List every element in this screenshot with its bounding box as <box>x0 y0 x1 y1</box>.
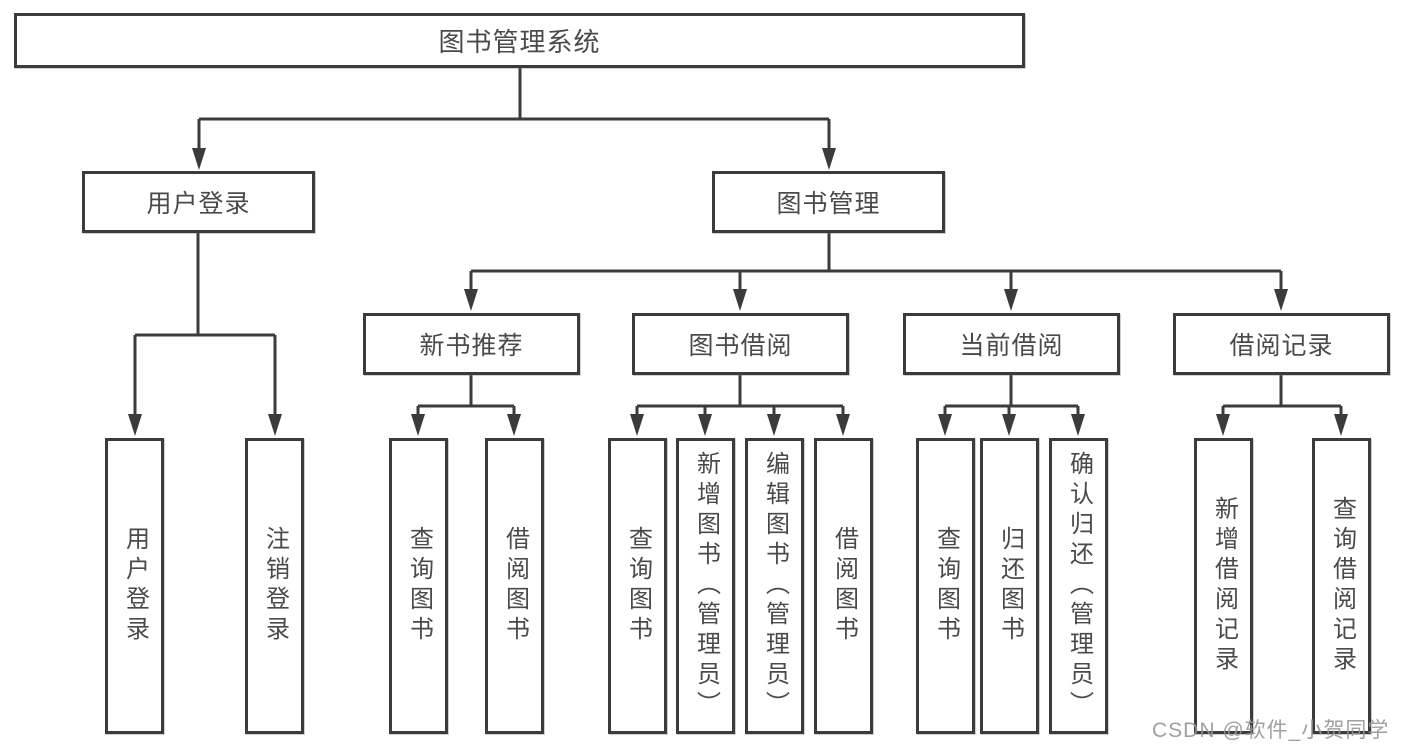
node-label: 注销登录 <box>261 526 289 646</box>
leaf-borrow-books: 借阅图书 <box>814 438 873 734</box>
leaf-query-books-current: 查询图书 <box>916 438 975 734</box>
node-label: 图书管理 <box>776 190 881 218</box>
node-label: 查询图书 <box>624 526 652 646</box>
node-label: 查询借阅记录 <box>1328 496 1356 676</box>
connector-current-borrow-to-leaves <box>938 375 1085 436</box>
node-book-borrowing: 图书借阅 <box>632 313 849 375</box>
node-label: 借阅图书 <box>501 526 529 646</box>
node-label: 图书管理系统 <box>438 27 601 57</box>
node-label: 归还图书 <box>996 526 1024 646</box>
node-label: 确认归还（管理员） <box>1065 451 1093 721</box>
leaf-borrow-books-recommend: 借阅图书 <box>485 438 544 734</box>
node-label: 借阅图书 <box>830 526 858 646</box>
connector-borrow-record-to-leaves <box>1216 375 1348 436</box>
connector-new-book-to-leaves <box>411 375 521 436</box>
node-label: 编辑图书（管理员） <box>761 451 789 721</box>
connector-root-to-level2 <box>192 68 836 170</box>
node-label: 用户登录 <box>121 526 149 646</box>
node-library-system: 图书管理系统 <box>14 13 1025 68</box>
leaf-add-books-admin: 新增图书（管理员） <box>676 438 735 734</box>
node-label: 新增图书（管理员） <box>692 451 720 721</box>
leaf-return-books: 归还图书 <box>980 438 1039 734</box>
node-user-login: 用户登录 <box>82 171 315 233</box>
leaf-confirm-return-admin: 确认归还（管理员） <box>1049 438 1108 734</box>
leaf-query-books-borrow: 查询图书 <box>608 438 667 734</box>
node-label: 新书推荐 <box>419 332 524 360</box>
leaf-query-books-recommend: 查询图书 <box>389 438 448 734</box>
leaf-edit-books-admin: 编辑图书（管理员） <box>745 438 804 734</box>
node-current-borrowing: 当前借阅 <box>903 313 1120 375</box>
leaf-add-borrow-record: 新增借阅记录 <box>1194 438 1253 734</box>
connector-book-borrow-to-leaves <box>630 375 850 436</box>
leaf-logout: 注销登录 <box>245 438 304 734</box>
node-label: 用户登录 <box>146 190 251 218</box>
node-new-book-recommend: 新书推荐 <box>363 313 580 375</box>
connector-book-mgmt-to-level3 <box>464 233 1288 311</box>
node-label: 查询图书 <box>405 526 433 646</box>
node-label: 新增借阅记录 <box>1210 496 1238 676</box>
node-label: 借阅记录 <box>1229 332 1334 360</box>
node-label: 查询图书 <box>932 526 960 646</box>
node-borrowing-records: 借阅记录 <box>1173 313 1390 375</box>
connector-user-login-to-leaves <box>128 233 282 436</box>
node-book-management: 图书管理 <box>712 171 945 233</box>
node-label: 图书借阅 <box>688 332 793 360</box>
csdn-watermark: CSDN @软件_小贺同学 <box>1152 719 1390 742</box>
node-label: 当前借阅 <box>959 332 1064 360</box>
leaf-user-login: 用户登录 <box>105 438 164 734</box>
leaf-query-borrow-record: 查询借阅记录 <box>1312 438 1371 734</box>
